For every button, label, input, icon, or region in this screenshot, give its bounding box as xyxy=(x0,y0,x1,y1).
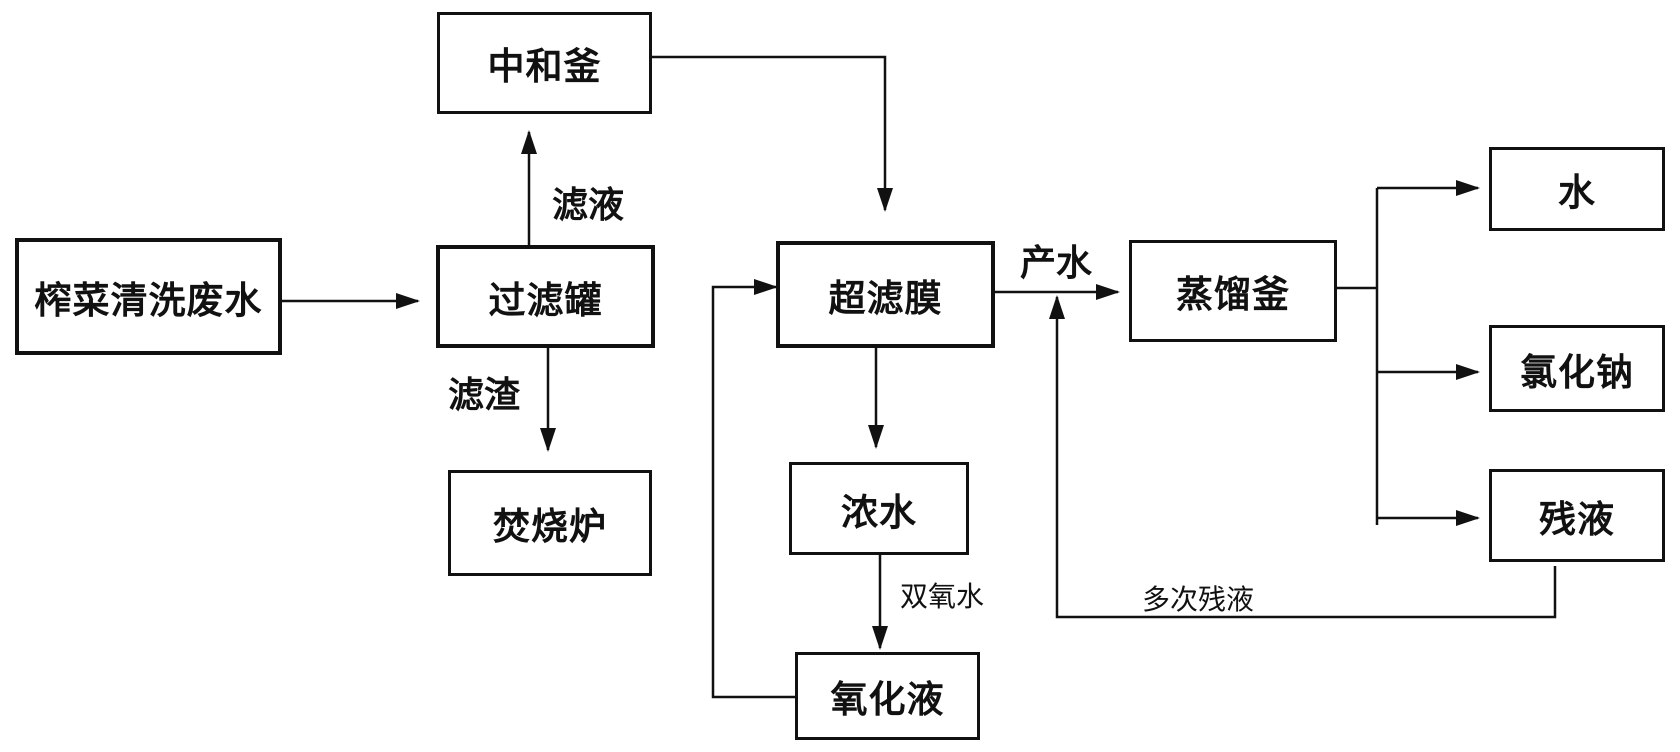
node-neutralizer: 中和釜 xyxy=(437,12,652,114)
node-oxidized-liquid: 氧化液 xyxy=(795,652,980,740)
node-concentrate: 浓水 xyxy=(789,462,969,555)
label-repeated-residue: 多次残液 xyxy=(1142,583,1255,616)
label-product-water: 产水 xyxy=(1020,243,1093,284)
arrow-residue-recycle xyxy=(1049,295,1557,619)
label-filter-residue: 滤渣 xyxy=(448,375,521,416)
label-hydrogen-peroxide: 双氧水 xyxy=(900,580,985,613)
node-residue: 残液 xyxy=(1489,469,1665,562)
node-water: 水 xyxy=(1489,147,1665,231)
node-sodium-chloride: 氯化钠 xyxy=(1489,325,1665,412)
node-filter-tank: 过滤罐 xyxy=(436,245,655,348)
node-ultrafiltration: 超滤膜 xyxy=(776,241,995,348)
arrow-oxidized-to-ultrafiltration xyxy=(711,279,795,699)
arrow-neutralizer-to-ultrafiltration xyxy=(652,55,893,212)
node-wastewater: 榨菜清洗废水 xyxy=(15,238,282,355)
node-incinerator: 焚烧炉 xyxy=(448,470,652,576)
node-still: 蒸馏釜 xyxy=(1129,240,1337,342)
label-filtrate: 滤液 xyxy=(552,185,625,226)
